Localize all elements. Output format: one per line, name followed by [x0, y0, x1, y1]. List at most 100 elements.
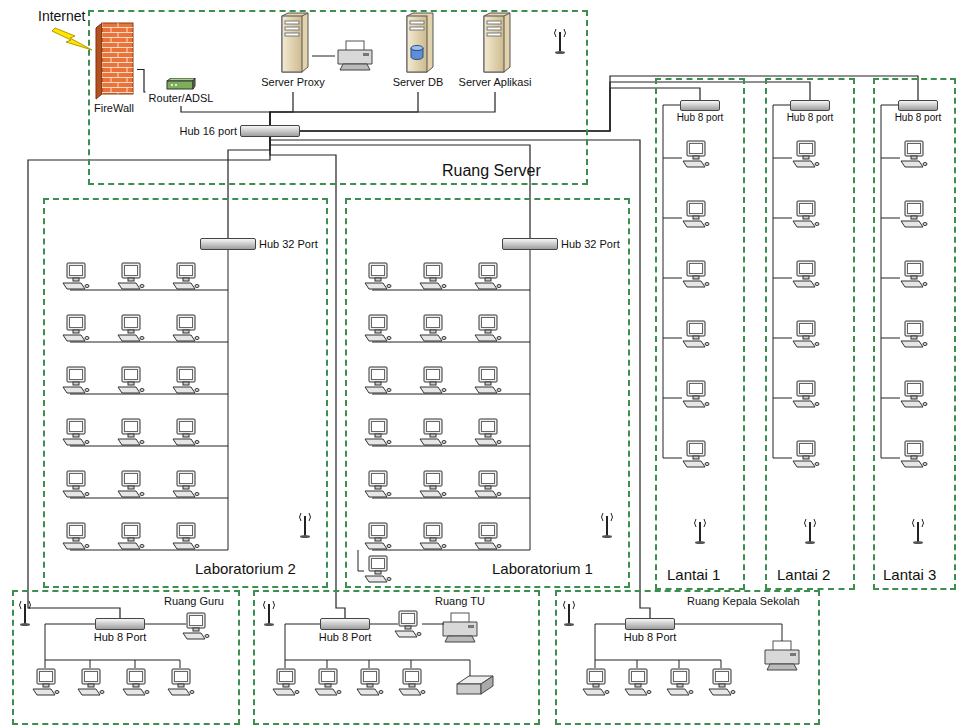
hub-label: Hub 8 Port	[624, 631, 677, 644]
computer-icon	[420, 315, 446, 341]
network-cable	[270, 92, 293, 125]
network-device: Server DB	[388, 12, 448, 92]
computer-icon	[901, 201, 927, 227]
hub-switch: Hub 16 port	[240, 125, 300, 137]
computer-icon	[183, 613, 209, 639]
cable	[595, 660, 596, 668]
hub-switch: Hub 8 port	[680, 100, 720, 111]
cable	[881, 458, 900, 459]
cable	[721, 660, 722, 668]
computer-icon	[63, 263, 89, 289]
lightning-bolt	[52, 28, 92, 50]
cable	[372, 394, 530, 395]
computer-icon	[420, 419, 446, 445]
cable	[145, 624, 186, 625]
device-icon	[276, 12, 310, 74]
room-heading: Laboratorium 1	[492, 560, 593, 577]
cable	[370, 624, 398, 625]
hub-label: Hub 8 Port	[319, 631, 372, 644]
computer-icon	[793, 381, 819, 407]
computer-icon	[118, 523, 144, 549]
computer-icon	[683, 141, 709, 167]
antenna-icon	[300, 513, 311, 538]
computer-icon	[901, 441, 927, 467]
network-cable	[28, 137, 270, 618]
computer-icon	[118, 471, 144, 497]
device-icon	[478, 12, 512, 74]
room-heading: Ruang Kepala Sekolah	[687, 595, 800, 608]
printer-icon	[338, 41, 372, 70]
network-device: Server Proxy	[258, 12, 328, 92]
computer-icon	[357, 669, 383, 695]
hub-switch: Hub 8 Port	[320, 618, 370, 630]
computer-icon	[365, 556, 391, 582]
computer-icon	[63, 523, 89, 549]
network-cable	[137, 70, 146, 93]
devices	[20, 105, 928, 695]
computer-icon	[173, 471, 199, 497]
computer-icon	[365, 523, 391, 549]
computer-icon	[315, 669, 341, 695]
printer-icon	[443, 613, 477, 642]
computer-icon	[793, 261, 819, 287]
hub-switch: Hub 8 Port	[95, 618, 145, 630]
computer-icon	[475, 263, 501, 289]
network-cable	[300, 88, 700, 131]
computer-icon	[118, 367, 144, 393]
hub-label: Hub 16 port	[180, 125, 237, 138]
cable	[327, 660, 328, 668]
network-cable	[300, 76, 918, 131]
hub-label: Hub 8 port	[787, 112, 834, 124]
computer-icon	[365, 471, 391, 497]
computer-icon	[793, 441, 819, 467]
network-cable	[228, 137, 270, 238]
computer-icon	[475, 523, 501, 549]
computer-icon	[709, 669, 735, 695]
computer-icon	[399, 669, 425, 695]
network-cable	[270, 92, 418, 125]
device-icon	[167, 78, 195, 89]
network-device: Server Aplikasi	[455, 12, 535, 92]
computer-icon	[475, 419, 501, 445]
room-zone: Lantai 2Hub 8 port	[765, 78, 855, 590]
room-heading: Lantai 3	[883, 566, 936, 583]
computer-icon	[793, 141, 819, 167]
hub-label: Hub 8 port	[895, 112, 942, 124]
hub-switch: Hub 8 Port	[625, 618, 675, 630]
room-heading: Ruang Server	[442, 162, 541, 180]
computer-icon	[173, 263, 199, 289]
cable	[135, 660, 136, 668]
device-label: Router/ADSL	[146, 92, 217, 105]
cable	[369, 660, 370, 668]
room-zone: Lantai 3 Hub 8 port	[873, 78, 956, 590]
cable	[312, 56, 335, 57]
computer-icon	[683, 441, 709, 467]
network-cable	[181, 106, 270, 125]
cable	[773, 158, 792, 159]
room-heading: Ruang TU	[435, 595, 485, 608]
cable	[70, 550, 228, 551]
computer-icon	[475, 315, 501, 341]
cable	[372, 290, 530, 291]
cable	[285, 624, 470, 660]
cable	[773, 458, 792, 459]
network-cable	[270, 137, 530, 238]
cable	[530, 250, 531, 550]
cable	[411, 660, 412, 668]
computer-icon	[168, 669, 194, 695]
cable	[70, 498, 228, 499]
cable	[422, 624, 444, 625]
computer-icon	[78, 669, 104, 695]
computer-icon	[273, 669, 299, 695]
computer-icon	[475, 367, 501, 393]
computer-icon	[63, 315, 89, 341]
computer-icon	[118, 419, 144, 445]
computer-icon	[901, 141, 927, 167]
computer-icon	[420, 263, 446, 289]
antenna-icon	[913, 519, 924, 544]
cable	[881, 278, 900, 279]
room-zone: Ruang TU Hub 8 Port	[253, 590, 540, 725]
computer-icon	[63, 419, 89, 445]
cable	[881, 218, 900, 219]
